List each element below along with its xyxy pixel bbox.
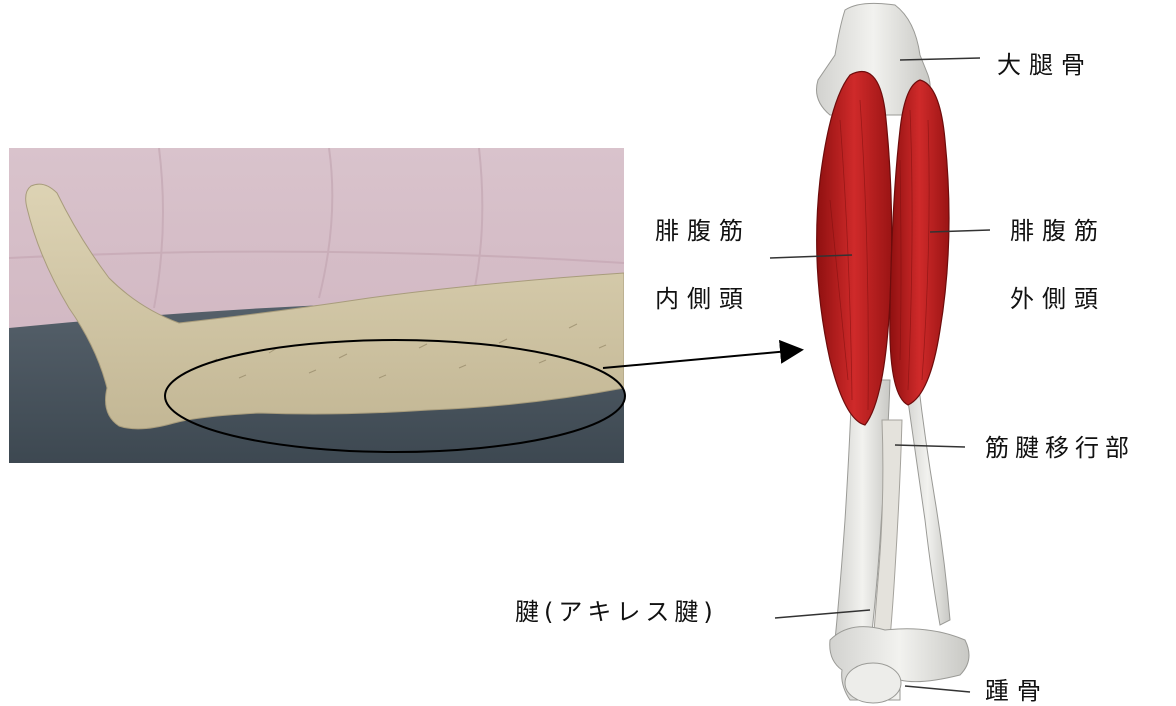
leader-medial-head: [770, 255, 852, 258]
leader-femur: [900, 58, 980, 60]
leader-calcaneus: [905, 686, 970, 692]
label-calcaneus: 踵骨: [985, 676, 1049, 706]
leader-lateral-head: [930, 230, 990, 232]
label-medial-head-line1: 腓腹筋: [655, 216, 751, 246]
label-lateral-head-line1: 腓腹筋: [1010, 216, 1106, 246]
leader-achilles: [775, 610, 870, 618]
label-lateral-head-line2: 外側頭: [1010, 284, 1106, 314]
leader-junction: [895, 445, 965, 447]
label-medial-head-line2: 内側頭: [655, 284, 751, 314]
label-achilles-tendon: 腱(アキレス腱): [515, 597, 718, 627]
label-femur: 大腿骨: [997, 50, 1093, 80]
label-musculotendinous-junction: 筋腱移行部: [985, 433, 1135, 463]
